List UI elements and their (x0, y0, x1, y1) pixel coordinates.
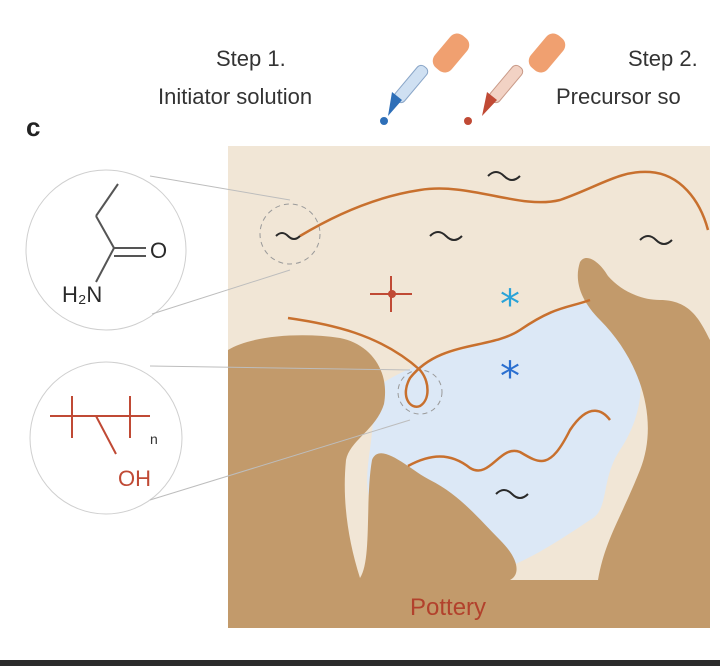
pva-repeat-label: n (150, 431, 158, 447)
zoom-marker-1 (259, 203, 321, 265)
step2-title: Step 2. (628, 46, 698, 71)
panel-letter: c (26, 112, 41, 142)
crosslinker-icon (370, 276, 412, 312)
pottery-body (228, 257, 710, 628)
step1-title: Step 1. (216, 46, 286, 71)
acrylamide-structure (95, 183, 146, 283)
bottom-divider (0, 660, 720, 666)
acrylamide-oxygen-label: O (150, 238, 167, 263)
pva-zoom (29, 361, 183, 515)
step2-subtitle: Precursor so (556, 84, 681, 109)
radical-star-icon: * * (500, 282, 520, 400)
acrylamide-amine-label: H₂N (62, 282, 102, 307)
pva-structure (50, 396, 150, 455)
pva-hydroxyl-label: OH (118, 466, 151, 491)
acrylamide-zoom (25, 169, 187, 331)
svg-text:*: * (500, 282, 520, 328)
pottery-label: Pottery (410, 594, 487, 621)
svg-text:*: * (500, 354, 520, 400)
precursor-pipette-icon (464, 33, 566, 125)
step1-subtitle: Initiator solution (158, 84, 313, 109)
initiator-pipette-icon (380, 33, 470, 125)
